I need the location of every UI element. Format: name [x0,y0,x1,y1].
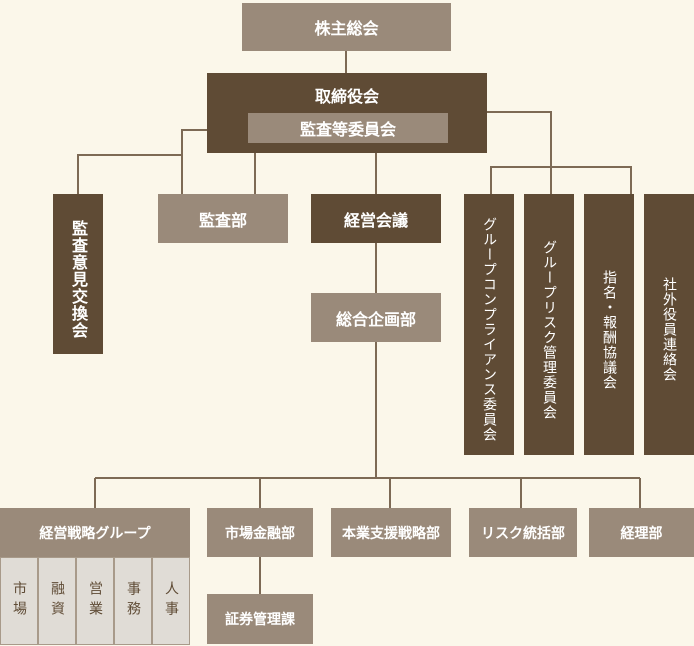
unit-market: 市場 [0,557,38,645]
unit-lending: 融資 [38,557,76,645]
committee-nomination: 指名・報酬協議会 [584,194,634,455]
audit-committee: 監査等委員会 [248,113,448,143]
risk-control-dept: リスク統括部 [469,508,577,557]
management-meeting: 経営会議 [311,194,441,243]
accounting-dept: 経理部 [589,508,694,557]
unit-hr: 人事 [152,557,190,645]
board-title: 取締役会 [314,87,379,106]
committee-outside-officers: 社外役員連絡会 [644,194,694,455]
audit-opinion-exchange: 監査意見交換会 [53,194,103,354]
planning-dept: 総合企画部 [311,293,441,342]
business-support-dept: 本業支援戦略部 [331,508,451,557]
committee-risk: グループリスク管理委員会 [524,194,574,455]
market-finance-dept: 市場金融部 [207,508,313,557]
securities-mgmt-section: 証券管理課 [207,594,313,644]
shareholders-meeting: 株主総会 [242,3,451,51]
strategy-group: 経営戦略グループ [0,508,190,557]
unit-sales: 営業 [76,557,114,645]
audit-dept: 監査部 [158,194,288,243]
unit-operations: 事務 [114,557,152,645]
committee-compliance: グループコンプライアンス委員会 [464,194,514,455]
